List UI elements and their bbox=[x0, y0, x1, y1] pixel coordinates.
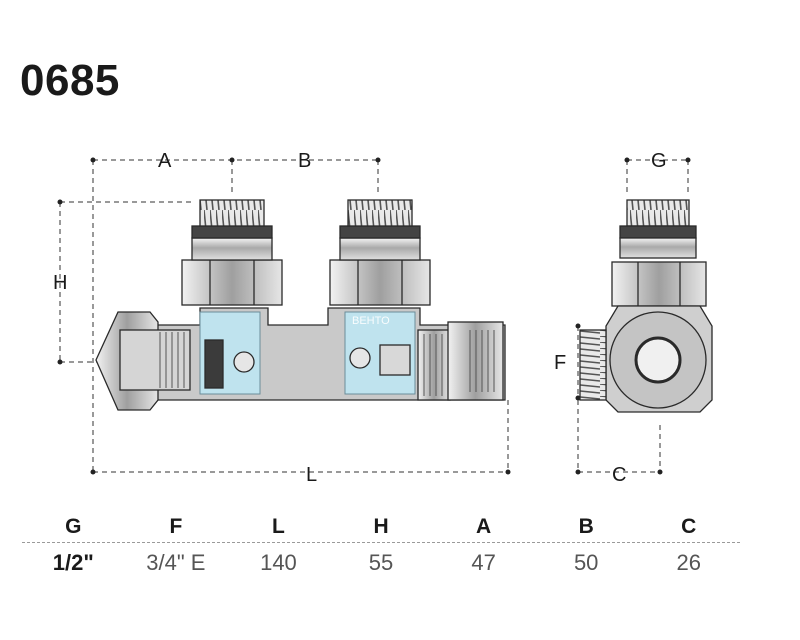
value-l: 140 bbox=[260, 550, 297, 575]
dim-label-h: H bbox=[53, 272, 67, 294]
dim-label-c: C bbox=[612, 464, 626, 486]
value-f: 3/4" E bbox=[146, 550, 206, 575]
header-a: A bbox=[476, 515, 492, 538]
valve-front-view bbox=[95, 199, 506, 411]
valve-side-view bbox=[579, 199, 713, 413]
table-header-row: G F L H A B C bbox=[22, 514, 740, 540]
dim-label-b: B bbox=[298, 150, 311, 172]
technical-drawing: A B H L G F C bbox=[53, 150, 713, 486]
header-l: L bbox=[272, 515, 285, 538]
value-a: 47 bbox=[471, 550, 496, 575]
header-h: H bbox=[373, 515, 389, 538]
header-g: G bbox=[65, 515, 82, 538]
dimensions-table: G F L H A B C 1/2" 3/4" E 140 55 47 50 2… bbox=[22, 514, 740, 577]
dim-label-g: G bbox=[651, 150, 667, 172]
header-b: B bbox=[578, 515, 594, 538]
value-c: 26 bbox=[676, 550, 701, 575]
header-f: F bbox=[169, 515, 183, 538]
value-h: 55 bbox=[368, 550, 394, 575]
table-value-row: 1/2" 3/4" E 140 55 47 50 26 bbox=[22, 549, 740, 577]
watermark: BEHTO bbox=[352, 315, 390, 327]
dim-label-l: L bbox=[306, 464, 317, 486]
dimension-lines bbox=[59, 159, 689, 473]
dimension-points bbox=[57, 157, 691, 475]
header-c: C bbox=[681, 515, 697, 538]
table-divider bbox=[22, 542, 740, 543]
dim-label-a: A bbox=[158, 150, 172, 172]
value-b: 50 bbox=[573, 550, 599, 575]
product-code: 0685 bbox=[20, 56, 120, 105]
dim-label-f: F bbox=[554, 352, 566, 374]
value-g: 1/2" bbox=[52, 550, 94, 575]
